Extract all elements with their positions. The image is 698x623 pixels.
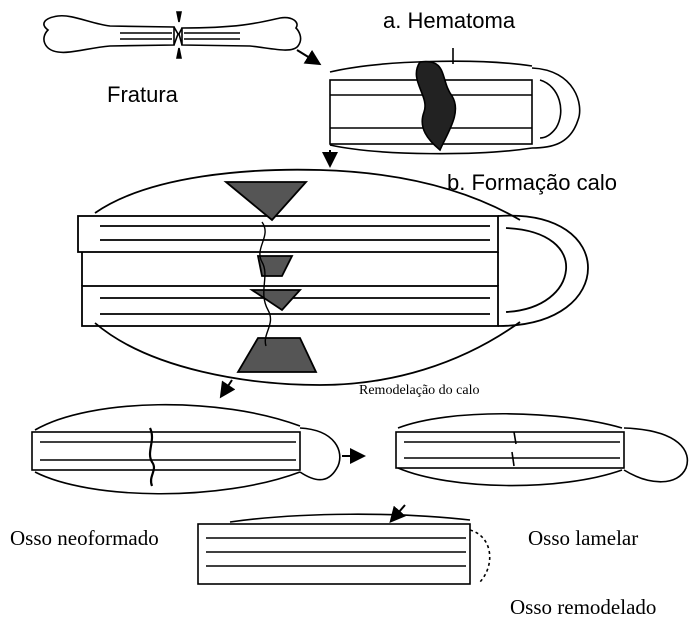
remodeled-bone (198, 514, 490, 584)
label-osso-remodelado: Osso remodelado (510, 597, 656, 618)
lamellar-bone (396, 414, 687, 486)
hematoma-bone (330, 48, 580, 154)
label-formacao-calo: b. Formação calo (447, 172, 617, 194)
callus-bone (78, 170, 588, 385)
neoformed-bone (32, 405, 340, 494)
label-osso-lamelar: Osso lamelar (528, 528, 638, 549)
label-remodelacao-calo: Remodelação do calo (359, 384, 480, 398)
label-hematoma: a. Hematoma (383, 10, 515, 32)
label-osso-neoformado: Osso neoformado (10, 528, 159, 549)
process-arrows (222, 50, 405, 520)
label-fratura: Fratura (107, 84, 178, 106)
fractured-bone (44, 12, 301, 58)
